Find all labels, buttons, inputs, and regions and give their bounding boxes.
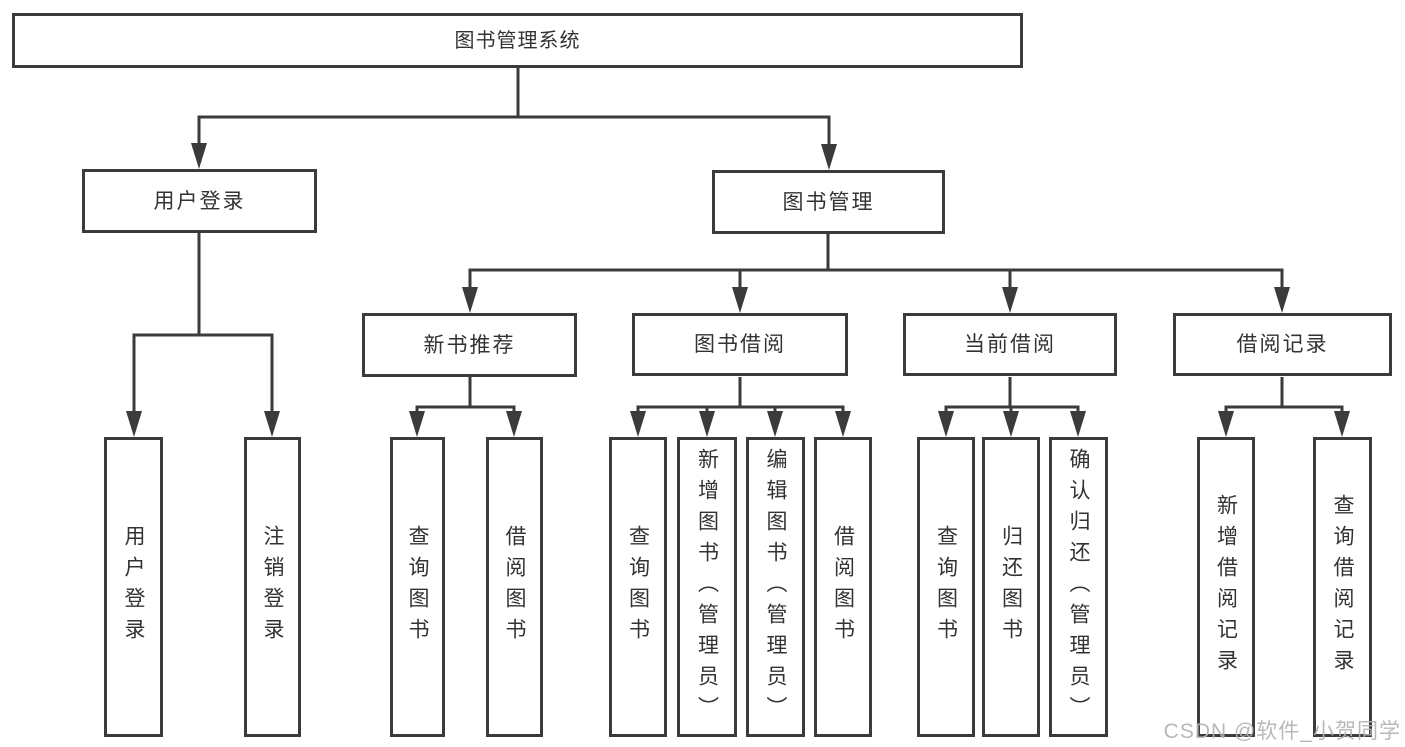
leaf-return-books: 归还图书 xyxy=(982,437,1040,737)
node-label: 注销登录 xyxy=(261,525,284,649)
node-label: 当前借阅 xyxy=(964,333,1056,356)
node-label: 图书管理 xyxy=(782,190,875,214)
node-user-login: 用户登录 xyxy=(82,169,317,233)
node-label: 图书借阅 xyxy=(694,333,786,356)
leaf-borrow-books: 借阅图书 xyxy=(814,437,872,737)
node-label: 查询图书 xyxy=(406,525,429,649)
node-label: 图书管理系统 xyxy=(454,29,581,52)
node-label: 查询图书 xyxy=(934,525,958,649)
leaf-edit-book-admin: 编辑图书（管理员） xyxy=(746,437,805,737)
watermark: CSDN @软件_小贺同学 xyxy=(1163,720,1401,743)
node-label: 查询图书 xyxy=(626,525,650,649)
leaf-confirm-return-admin: 确认归还（管理员） xyxy=(1049,437,1108,737)
node-label: 用户登录 xyxy=(122,525,145,649)
leaf-query-books-current: 查询图书 xyxy=(917,437,975,737)
leaf-query-borrow-record: 查询借阅记录 xyxy=(1313,437,1372,737)
leaf-add-borrow-record: 新增借阅记录 xyxy=(1197,437,1255,737)
leaf-logout: 注销登录 xyxy=(244,437,301,737)
node-book-management: 图书管理 xyxy=(712,170,945,234)
node-label: 新书推荐 xyxy=(423,333,516,357)
node-label: 借阅记录 xyxy=(1236,333,1329,356)
node-new-book-recommend: 新书推荐 xyxy=(362,313,577,377)
node-label: 用户登录 xyxy=(153,189,246,213)
node-book-borrow: 图书借阅 xyxy=(632,313,848,376)
node-current-borrow: 当前借阅 xyxy=(903,313,1117,376)
node-label: 新增借阅记录 xyxy=(1214,494,1238,680)
node-label: 编辑图书（管理员） xyxy=(764,447,787,727)
leaf-user-login: 用户登录 xyxy=(104,437,163,737)
leaf-add-book-admin: 新增图书（管理员） xyxy=(677,437,737,737)
node-borrow-records: 借阅记录 xyxy=(1173,313,1392,376)
node-label: 归还图书 xyxy=(999,525,1023,649)
node-label: 新增图书（管理员） xyxy=(695,447,719,727)
node-label: 确认归还（管理员） xyxy=(1067,447,1090,727)
leaf-query-books-borrow: 查询图书 xyxy=(609,437,667,737)
node-label: 查询借阅记录 xyxy=(1331,494,1354,680)
leaf-borrow-books-recommend: 借阅图书 xyxy=(486,437,543,737)
leaf-query-books-recommend: 查询图书 xyxy=(390,437,445,737)
node-root: 图书管理系统 xyxy=(12,13,1023,68)
node-label: 借阅图书 xyxy=(831,525,855,649)
node-label: 借阅图书 xyxy=(503,525,526,649)
